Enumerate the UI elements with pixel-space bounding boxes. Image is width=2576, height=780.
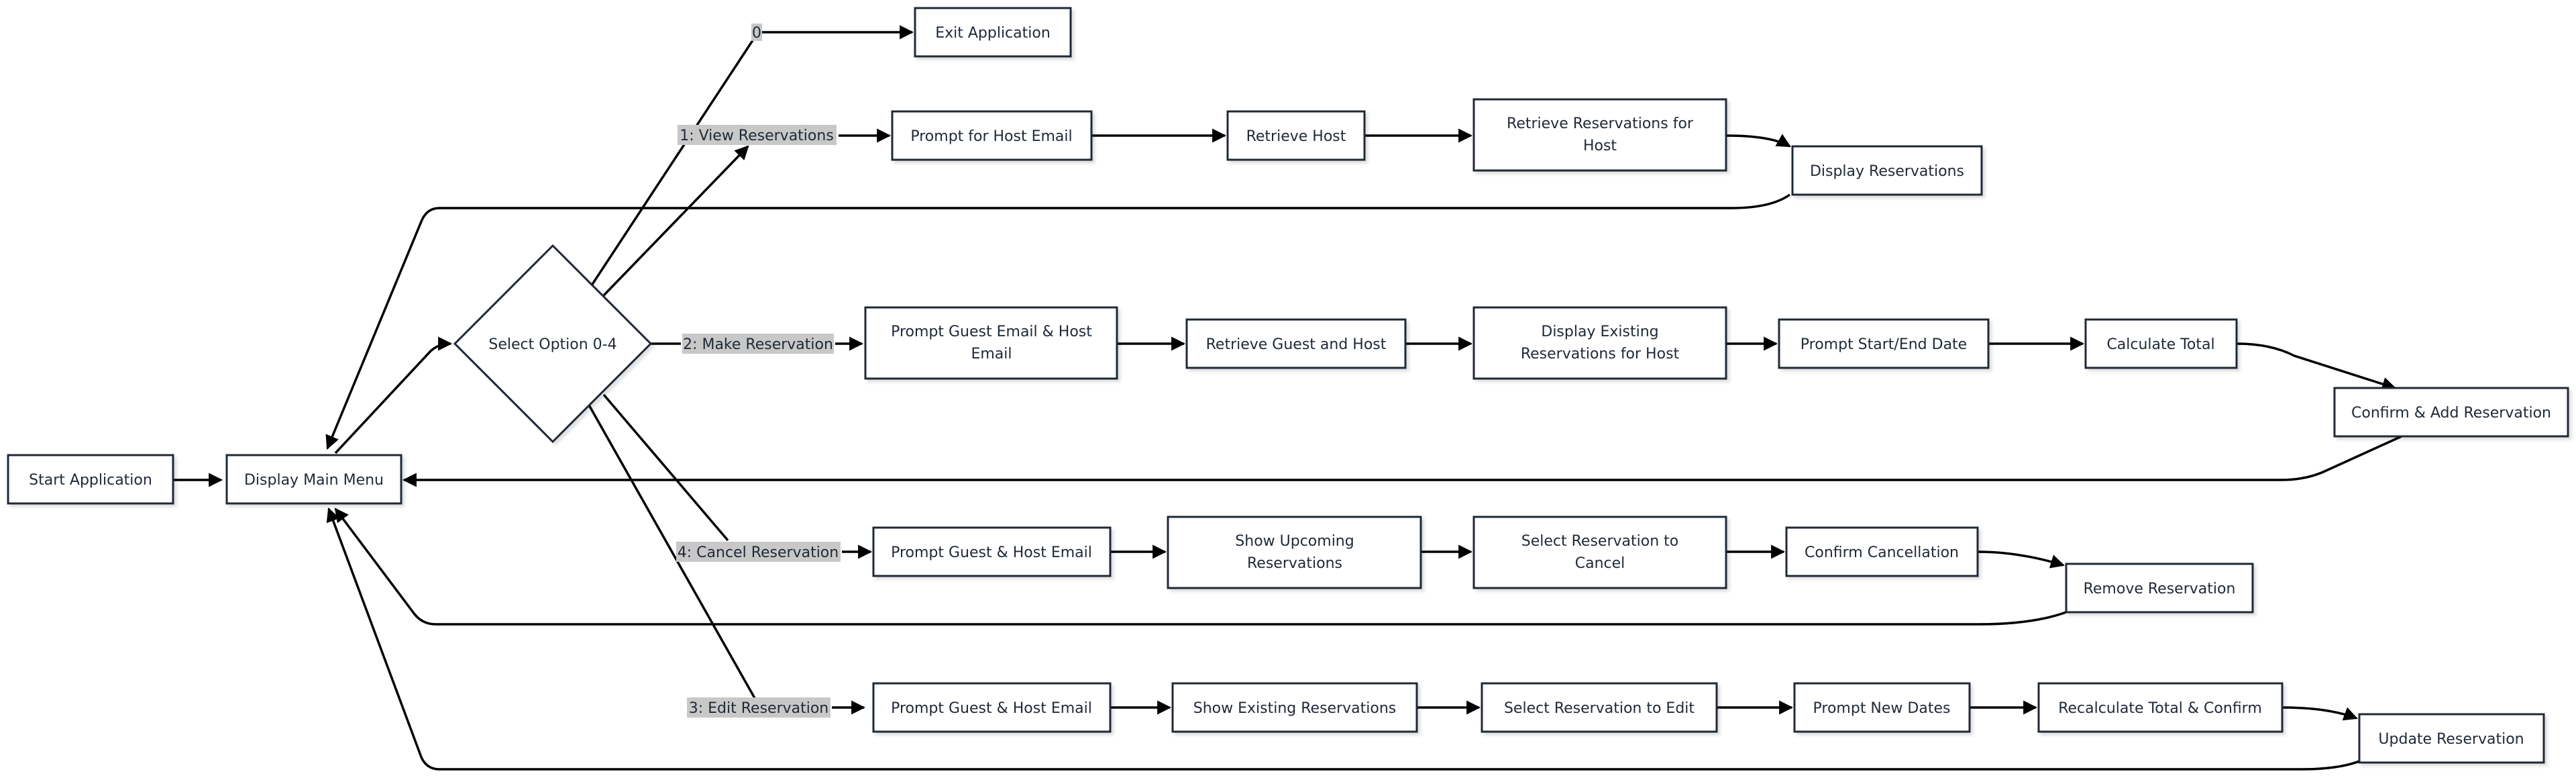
edge-select-to-exit [590, 25, 914, 286]
edge-label-make: 2: Make Reservation [683, 336, 833, 353]
svg-text:Update Reservation: Update Reservation [2378, 731, 2524, 748]
edge-select-to-edit [586, 402, 864, 708]
svg-text:Retrieve Guest and Host: Retrieve Guest and Host [1206, 336, 1387, 353]
svg-text:Start Application: Start Application [29, 472, 152, 489]
svg-text:Retrieve Reservations for: Retrieve Reservations for [1507, 115, 1694, 132]
node-edit-recalculate: Recalculate Total & Confirm [2037, 682, 2284, 733]
svg-text:Remove Reservation: Remove Reservation [2084, 581, 2236, 597]
svg-text:Exit Application: Exit Application [935, 25, 1051, 42]
svg-text:Prompt New Dates: Prompt New Dates [1813, 700, 1951, 717]
edge-label-view: 1: View Reservations [680, 128, 834, 144]
node-display-main-menu: Display Main Menu [225, 454, 402, 505]
node-edit-update: Update Reservation [2358, 713, 2545, 764]
node-view-display-reservations: Display Reservations [1791, 145, 1983, 196]
svg-text:Prompt Guest Email & Host: Prompt Guest Email & Host [891, 324, 1092, 340]
node-cancel-select-reservation: Select Reservation to Cancel [1472, 516, 1727, 589]
edge-label-cancel: 4: Cancel Reservation [678, 544, 839, 561]
svg-text:Show Existing Reservations: Show Existing Reservations [1193, 700, 1396, 717]
node-cancel-confirm: Confirm Cancellation [1785, 526, 1979, 577]
node-make-calculate-total: Calculate Total [2084, 318, 2238, 369]
svg-text:Display Reservations: Display Reservations [1810, 163, 1964, 180]
node-make-prompt-guest-host-email: Prompt Guest Email & Host Email [864, 306, 1118, 380]
edge-select-to-cancel [602, 393, 871, 552]
edge-menu-to-select [334, 336, 453, 454]
svg-text:Display Existing: Display Existing [1541, 324, 1658, 340]
node-cancel-prompt-email: Prompt Guest & Host Email [872, 526, 1112, 577]
svg-text:Calculate Total: Calculate Total [2106, 336, 2214, 353]
svg-text:Email: Email [971, 346, 1012, 362]
node-make-prompt-dates: Prompt Start/End Date [1778, 318, 1990, 369]
svg-text:Confirm Cancellation: Confirm Cancellation [1805, 544, 1959, 561]
node-edit-show-existing: Show Existing Reservations [1171, 682, 1418, 733]
node-make-confirm-add: Confirm & Add Reservation [2333, 387, 2569, 438]
node-exit-application: Exit Application [914, 7, 1072, 58]
svg-text:Confirm & Add Reservation: Confirm & Add Reservation [2351, 405, 2551, 422]
svg-text:Prompt Start/End Date: Prompt Start/End Date [1801, 336, 1967, 353]
svg-text:Host: Host [1583, 138, 1617, 154]
node-edit-select-reservation: Select Reservation to Edit [1481, 682, 1718, 733]
node-start-application: Start Application [7, 454, 174, 505]
edge-cancel-remove-to-menu [334, 507, 2067, 626]
edge-cancel-confirm-to-remove [1977, 550, 2065, 569]
node-view-retrieve-reservations: Retrieve Reservations for Host [1472, 98, 1727, 172]
svg-text:Select Reservation to: Select Reservation to [1521, 533, 1678, 550]
svg-text:Prompt Guest & Host Email: Prompt Guest & Host Email [891, 544, 1092, 561]
svg-text:Recalculate Total & Confirm: Recalculate Total & Confirm [2058, 700, 2262, 717]
svg-text:Display Main Menu: Display Main Menu [244, 472, 384, 489]
edge-make-total-to-confirm [2236, 342, 2397, 391]
node-make-display-existing: Display Existing Reservations for Host [1472, 306, 1727, 380]
svg-text:Prompt Guest & Host Email: Prompt Guest & Host Email [891, 700, 1092, 717]
svg-text:Select Reservation to Edit: Select Reservation to Edit [1504, 700, 1695, 717]
node-select-option: Select Option 0-4 [453, 244, 653, 444]
edge-label-edit: 3: Edit Reservation [689, 700, 829, 717]
node-edit-prompt-email: Prompt Guest & Host Email [872, 682, 1112, 733]
edge-select-to-view [602, 145, 749, 297]
svg-text:Cancel: Cancel [1575, 555, 1625, 572]
edge-view-res-to-display [1725, 134, 1791, 148]
node-view-retrieve-host: Retrieve Host [1226, 110, 1366, 161]
svg-text:Retrieve Host: Retrieve Host [1246, 128, 1346, 145]
node-view-prompt-host-email: Prompt for Host Email [891, 110, 1093, 161]
svg-text:Reservations: Reservations [1247, 555, 1342, 572]
node-cancel-remove: Remove Reservation [2065, 563, 2254, 614]
svg-text:Select Option 0-4: Select Option 0-4 [488, 336, 616, 353]
edge-make-confirm-to-menu [402, 435, 2402, 487]
svg-text:Show Upcoming: Show Upcoming [1235, 533, 1354, 550]
edge-label-exit: 0 [752, 25, 761, 42]
node-make-retrieve-guest-host: Retrieve Guest and Host [1185, 318, 1407, 369]
edge-edit-recalc-to-update [2282, 706, 2358, 721]
node-cancel-show-upcoming: Show Upcoming Reservations [1167, 516, 1422, 589]
svg-text:Prompt for Host Email: Prompt for Host Email [910, 128, 1072, 145]
node-edit-prompt-dates: Prompt New Dates [1793, 682, 1971, 733]
svg-text:Reservations for Host: Reservations for Host [1521, 346, 1680, 362]
edge-edit-update-to-menu [326, 507, 2363, 771]
edge-view-display-to-menu [325, 193, 1791, 450]
